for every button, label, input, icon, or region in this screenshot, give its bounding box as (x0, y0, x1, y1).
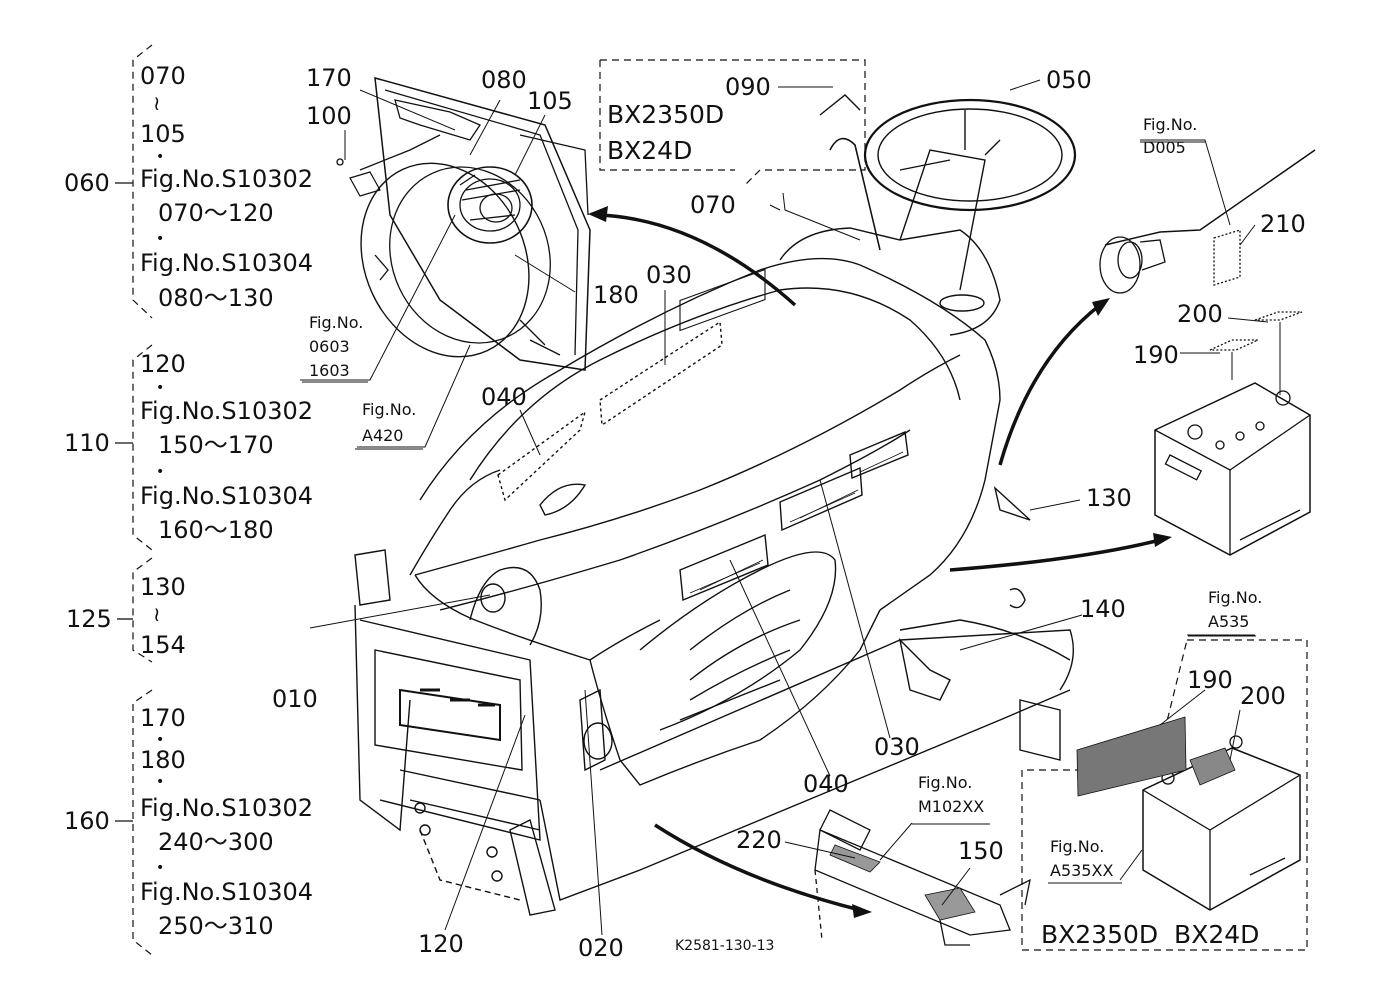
ref-A535-no: A535 (1208, 612, 1250, 631)
group-110-ref2-range: 160～180 (158, 516, 274, 544)
part-170: 170 (306, 64, 352, 92)
ref-A420-no: A420 (362, 426, 404, 445)
part-200-upper: 200 (1177, 300, 1223, 328)
part-220: 220 (736, 826, 782, 854)
part-120: 120 (418, 930, 464, 958)
group-160-ref1-range: 240～300 (158, 828, 274, 856)
flow-arrows (600, 215, 1160, 910)
group-125-label: 125 (66, 605, 112, 633)
group-060-ref1: Fig.No.S10302 (140, 165, 314, 193)
group-160-bullet-1: • (156, 732, 165, 748)
group-060-bullet-1: • (156, 149, 165, 165)
group-125-tilde: ≀ (153, 602, 161, 626)
group-leaders (115, 183, 133, 821)
ref-A535XX-no: A535XX (1050, 861, 1114, 880)
model-box-line2: BX24D (607, 136, 693, 165)
part-030-lower: 030 (874, 733, 920, 761)
group-brackets (133, 45, 152, 955)
group-060-range-end: 105 (140, 120, 186, 148)
group-125-range: 130 (140, 573, 186, 601)
ref-0603-fig: Fig.No. (309, 313, 364, 332)
part-130: 130 (1086, 484, 1132, 512)
part-190-upper: 190 (1133, 341, 1179, 369)
part-040-lower: 040 (803, 770, 849, 798)
battery-lower-drawing (1077, 717, 1300, 910)
ref-D005-no: D005 (1143, 138, 1186, 157)
ref-A535-fig: Fig.No. (1208, 588, 1263, 607)
group-110-ref1-range: 150～170 (158, 431, 274, 459)
group-060-bullet-2: • (156, 231, 165, 247)
part-150: 150 (958, 837, 1004, 865)
ref-M102-fig: Fig.No. (918, 773, 973, 792)
part-080: 080 (481, 66, 527, 94)
group-060-tilde: ≀ (153, 91, 161, 115)
ref-D005-fig: Fig.No. (1143, 115, 1198, 134)
part-050: 050 (1046, 66, 1092, 94)
part-105: 105 (527, 87, 573, 115)
battery-drawing (1100, 150, 1315, 555)
part-090: 090 (725, 73, 771, 101)
group-060-ref1-range: 070～120 (158, 199, 274, 227)
part-070: 070 (690, 191, 736, 219)
arrow-heads (588, 206, 1172, 918)
group-060-label: 060 (64, 169, 110, 197)
group-110-label: 110 (64, 429, 110, 457)
group-060-range: 070 (140, 62, 186, 90)
group-160-label: 160 (64, 807, 110, 835)
part-180: 180 (593, 281, 639, 309)
group-110-ref2: Fig.No.S10304 (140, 482, 314, 510)
part-020: 020 (578, 934, 624, 962)
part-100: 100 (306, 102, 352, 130)
group-060-ref2-range: 080～130 (158, 284, 274, 312)
fan-shroud-drawing (330, 78, 590, 384)
group-110-bullet-1: • (156, 380, 165, 396)
group-160-bullet-2: • (156, 774, 165, 790)
ref-0603-no: 0603 (309, 337, 350, 356)
drawing-code: K2581-130-13 (675, 938, 775, 954)
model-box-outline (600, 60, 865, 185)
group-160-ref2: Fig.No.S10304 (140, 878, 314, 906)
ref-A420-fig: Fig.No. (362, 400, 417, 419)
ref-1603-no: 1603 (309, 361, 350, 380)
part-040-upper: 040 (481, 383, 527, 411)
group-160-ref2-range: 250～310 (158, 912, 274, 940)
group-160-range: 170 (140, 704, 186, 732)
group-160-bullet-3: • (156, 860, 165, 876)
part-200-lower: 200 (1240, 682, 1286, 710)
leader-lines (300, 80, 1280, 935)
group-160-range-mid: 180 (140, 746, 186, 774)
battery-box-outline (1022, 640, 1307, 950)
group-060-ref2: Fig.No.S10304 (140, 249, 314, 277)
ref-M102-no: M102XX (918, 797, 985, 816)
model-box-line1: BX2350D (607, 100, 725, 129)
part-030-upper: 030 (646, 261, 692, 289)
group-160-ref1: Fig.No.S10302 (140, 794, 314, 822)
bracket-detail-drawing (815, 810, 1030, 945)
part-010: 010 (272, 685, 318, 713)
ref-A535XX-fig: Fig.No. (1050, 837, 1105, 856)
group-125-range-end: 154 (140, 631, 186, 659)
part-190-lower: 190 (1187, 666, 1233, 694)
group-110-ref1: Fig.No.S10302 (140, 397, 314, 425)
group-110-range: 120 (140, 350, 186, 378)
battery-box-caption: BX2350D BX24D (1041, 920, 1260, 949)
group-110-bullet-2: • (156, 464, 165, 480)
part-140: 140 (1080, 595, 1126, 623)
part-210: 210 (1260, 210, 1306, 238)
tractor-body-drawing (355, 95, 1075, 915)
